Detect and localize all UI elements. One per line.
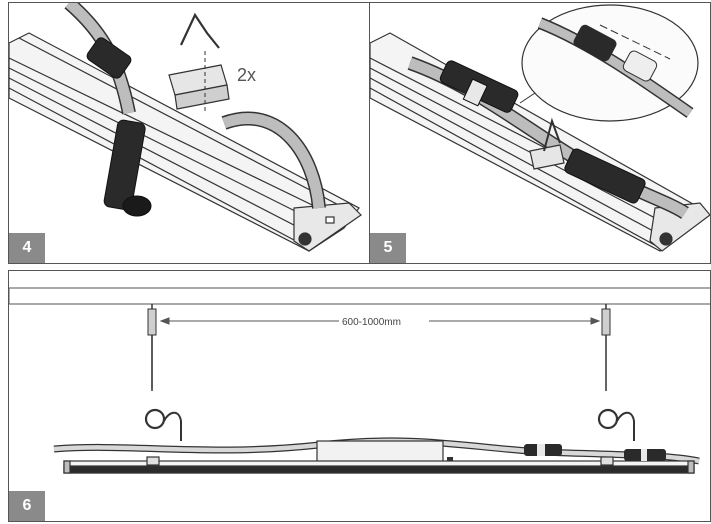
quantity-label: 2x <box>237 65 256 85</box>
step-4-illustration: 2x <box>9 3 362 252</box>
suspension-right <box>597 304 635 441</box>
spacing-dimension <box>159 317 601 325</box>
detail-connectors <box>537 17 694 118</box>
hanger-wire <box>180 12 220 49</box>
step-number: 4 <box>9 233 45 263</box>
step-5-illustration <box>370 4 710 252</box>
connector-male <box>103 119 152 217</box>
driver-box <box>316 440 444 464</box>
panel-step-4: 2x 4 <box>8 2 370 264</box>
suspension-left <box>144 304 182 441</box>
step-number: 5 <box>370 233 406 263</box>
spacing-label: 600-1000mm <box>342 317 401 328</box>
connector-female <box>86 37 132 79</box>
connector-pair <box>439 60 519 113</box>
luminaire-bar <box>63 456 695 474</box>
end-cap <box>293 202 362 252</box>
step-number: 6 <box>9 491 45 521</box>
connector-pair <box>524 444 666 461</box>
mounting-clip <box>529 144 565 170</box>
end-cap <box>649 202 710 252</box>
led-profile <box>9 32 360 252</box>
ceiling <box>9 287 710 305</box>
mounting-clip <box>168 64 230 110</box>
step-6-illustration: 600-1000mm <box>9 287 710 474</box>
panel-step-5: 5 <box>369 2 711 264</box>
panel-step-6: 600-1000mm 6 <box>8 270 711 522</box>
connector-pair <box>564 148 646 204</box>
